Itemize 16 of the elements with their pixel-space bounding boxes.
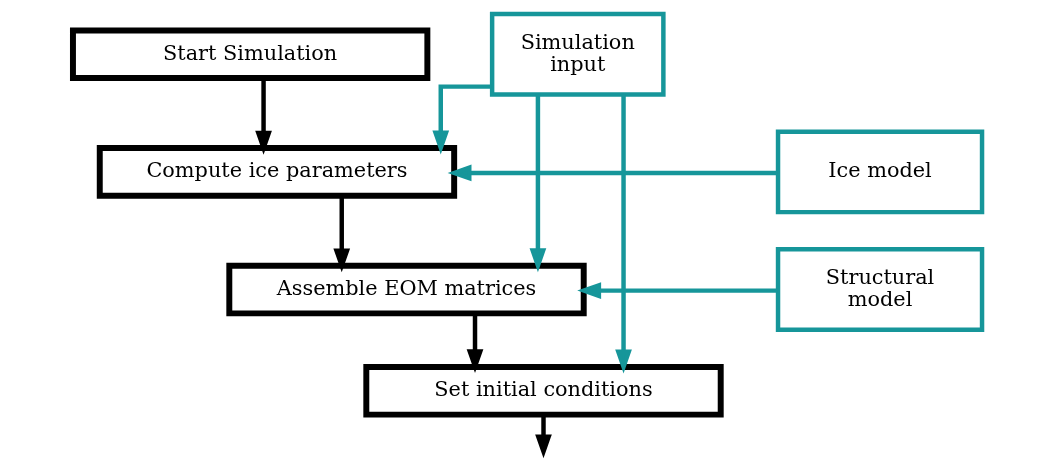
- arrow: [576, 282, 778, 299]
- node-box: Simulation input: [489, 11, 666, 97]
- arrow: [529, 94, 546, 273]
- arrow: [466, 313, 483, 374]
- node-box: Ice model: [775, 129, 984, 215]
- node-box: Assemble EOM matrices: [225, 262, 587, 317]
- arrow: [431, 84, 492, 155]
- arrow: [332, 196, 350, 273]
- arrow: [254, 78, 272, 155]
- node-box: Start Simulation: [69, 27, 430, 82]
- node-box: Compute ice parameters: [96, 145, 457, 199]
- arrow: [534, 415, 552, 459]
- arrow: [447, 164, 778, 182]
- arrow: [614, 94, 632, 374]
- node-box: Structural model: [775, 247, 984, 332]
- node-box: Set initial conditions: [362, 364, 724, 418]
